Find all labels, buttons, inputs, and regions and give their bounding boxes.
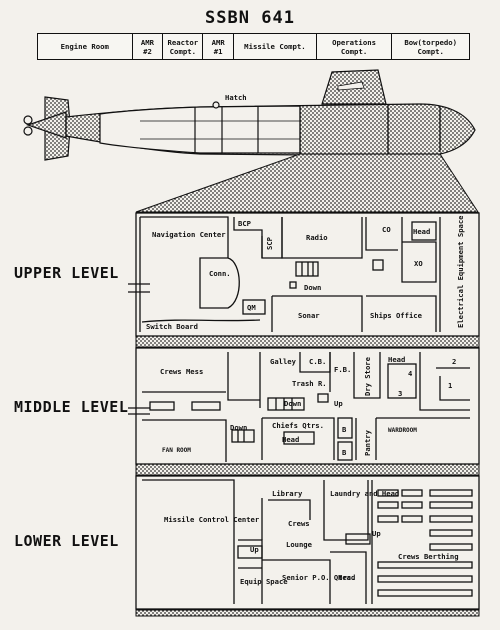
label-down-upper: Down [304,283,321,292]
room-ships-office: Ships Office [370,311,423,320]
room-crews-berthing: Crews Berthing [398,552,459,561]
deck-separator-1 [135,335,480,348]
room-crews-mess: Crews Mess [160,367,203,376]
room-equip-space: Equip Space [240,577,288,586]
lower-level-plan [135,475,480,610]
compartment-operations: Operations Compt. [317,34,393,59]
room-qm: QM [247,303,256,312]
label-down-fan: Down [230,423,247,432]
hatch-icon [212,101,220,109]
middle-level-plan [135,347,480,465]
room-crews-lounge-2: Lounge [286,540,313,549]
label-down-middle: Down [284,399,301,408]
room-scp: SCP [265,236,274,250]
compartment-amr2: AMR #2 [133,34,164,59]
room-chiefs-qtrs: Chiefs Qtrs. [272,421,324,430]
room-electrical-equipment-space: Electrical Equipment Space [456,215,465,328]
room-conn: Conn. [209,269,231,278]
room-switch-board: Switch Board [146,322,198,331]
room-dry-store: Dry Store [363,356,372,396]
room-cb: C.B. [309,357,326,366]
label-up-lower-1: Up [250,545,259,554]
hull-side-view [23,69,476,161]
room-co: CO [382,225,391,234]
lower-level-label: LOWER LEVEL [14,532,119,550]
compartment-reactor: Reactor Compt. [163,34,204,59]
room-laundry-head: Laundry and Head [330,489,399,498]
room-missile-control-center: Missile Control Center [164,515,260,524]
room-radio: Radio [306,233,328,242]
room-navigation-center: Navigation Center [152,230,226,239]
room-senior-po: Senior P.O. Qtrs. [282,573,356,582]
propeller-icon [23,115,33,125]
diagram-title: SSBN 641 [205,8,295,28]
room-sonar: Sonar [298,311,320,320]
section-projection [135,153,479,213]
compartment-missile: Missile Compt. [234,34,317,59]
room-head-middle: Head [388,355,405,364]
room-library: Library [272,489,303,498]
room-head-lower: Head [338,573,355,582]
deck-separator-2 [135,463,480,476]
label-up-middle: Up [334,399,343,408]
hatch-label: Hatch [225,93,247,102]
room-trash-r: Trash R. [292,379,327,388]
room-xo: XO [414,259,423,268]
middle-access-arrow [128,407,150,415]
upper-access-arrow [128,283,150,293]
room-wardroom: WARDROOM [388,427,417,434]
room-fan-room: FAN ROOM [162,447,191,454]
room-head-chiefs: Head [282,435,299,444]
room-b1: B [342,425,347,434]
compartment-engine-room: Engine Room [38,34,133,59]
compartment-amr1: AMR #1 [203,34,235,59]
upper-level-plan [135,212,480,337]
upper-level-label: UPPER LEVEL [14,264,119,282]
middle-level-label: MIDDLE LEVEL [14,398,129,416]
label-up-lower-2: Up [372,529,381,538]
room-head-upper: Head [413,227,430,236]
room-bcp: BCP [238,219,252,228]
room-fb: F.B. [334,365,351,374]
room-2-middle: 1 [448,381,452,390]
room-3-middle: 3 [398,389,402,398]
room-4-middle: 4 [408,369,412,378]
room-crews-lounge: Crews [288,519,310,528]
compartment-strip: Engine Room AMR #2 Reactor Compt. AMR #1… [37,33,470,60]
room-1-middle: 2 [452,357,456,366]
compartment-bow: Bow(torpedo) Compt. [404,37,458,56]
room-pantry: Pantry [363,429,372,456]
room-galley: Galley [270,357,297,366]
room-b2: B [342,448,347,457]
